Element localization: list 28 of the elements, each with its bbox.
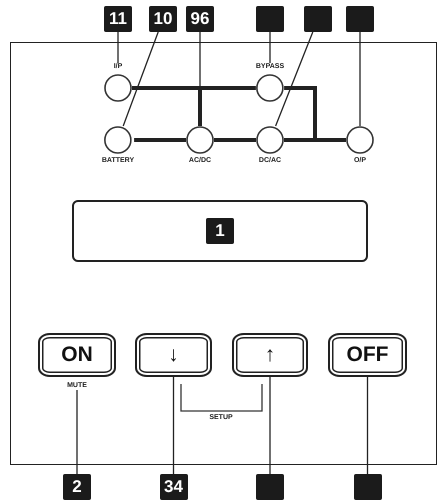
connector-line: [214, 138, 256, 142]
push-button: ON: [38, 333, 116, 377]
callout-number: 2: [63, 474, 91, 500]
leader-line: [76, 390, 78, 474]
leader-line: [269, 32, 271, 63]
callout-number: 34: [160, 474, 188, 500]
callout-marker-icon: [256, 474, 284, 500]
connector-line: [132, 86, 202, 126]
callout-marker-icon: [304, 6, 332, 32]
callout-number: 10: [149, 6, 177, 32]
callout-number: 1: [206, 218, 234, 244]
push-button: ↑: [232, 333, 308, 377]
callout-number: 11: [104, 6, 132, 32]
callout-marker-icon: [346, 6, 374, 32]
leader-line: [269, 377, 271, 474]
leader-line: [117, 32, 119, 63]
callout-marker-icon: [354, 474, 382, 500]
leader-line: [122, 32, 159, 126]
connector-line: [134, 138, 186, 142]
leader-line: [172, 377, 174, 474]
push-button: ↓: [135, 333, 212, 377]
push-button: OFF: [328, 333, 407, 377]
leader-line: [275, 32, 314, 126]
leader-line: [366, 377, 368, 474]
leader-line: [359, 32, 361, 126]
callout-number: 96: [186, 6, 214, 32]
callout-marker-icon: [256, 6, 284, 32]
lcd-screen: [72, 200, 368, 262]
